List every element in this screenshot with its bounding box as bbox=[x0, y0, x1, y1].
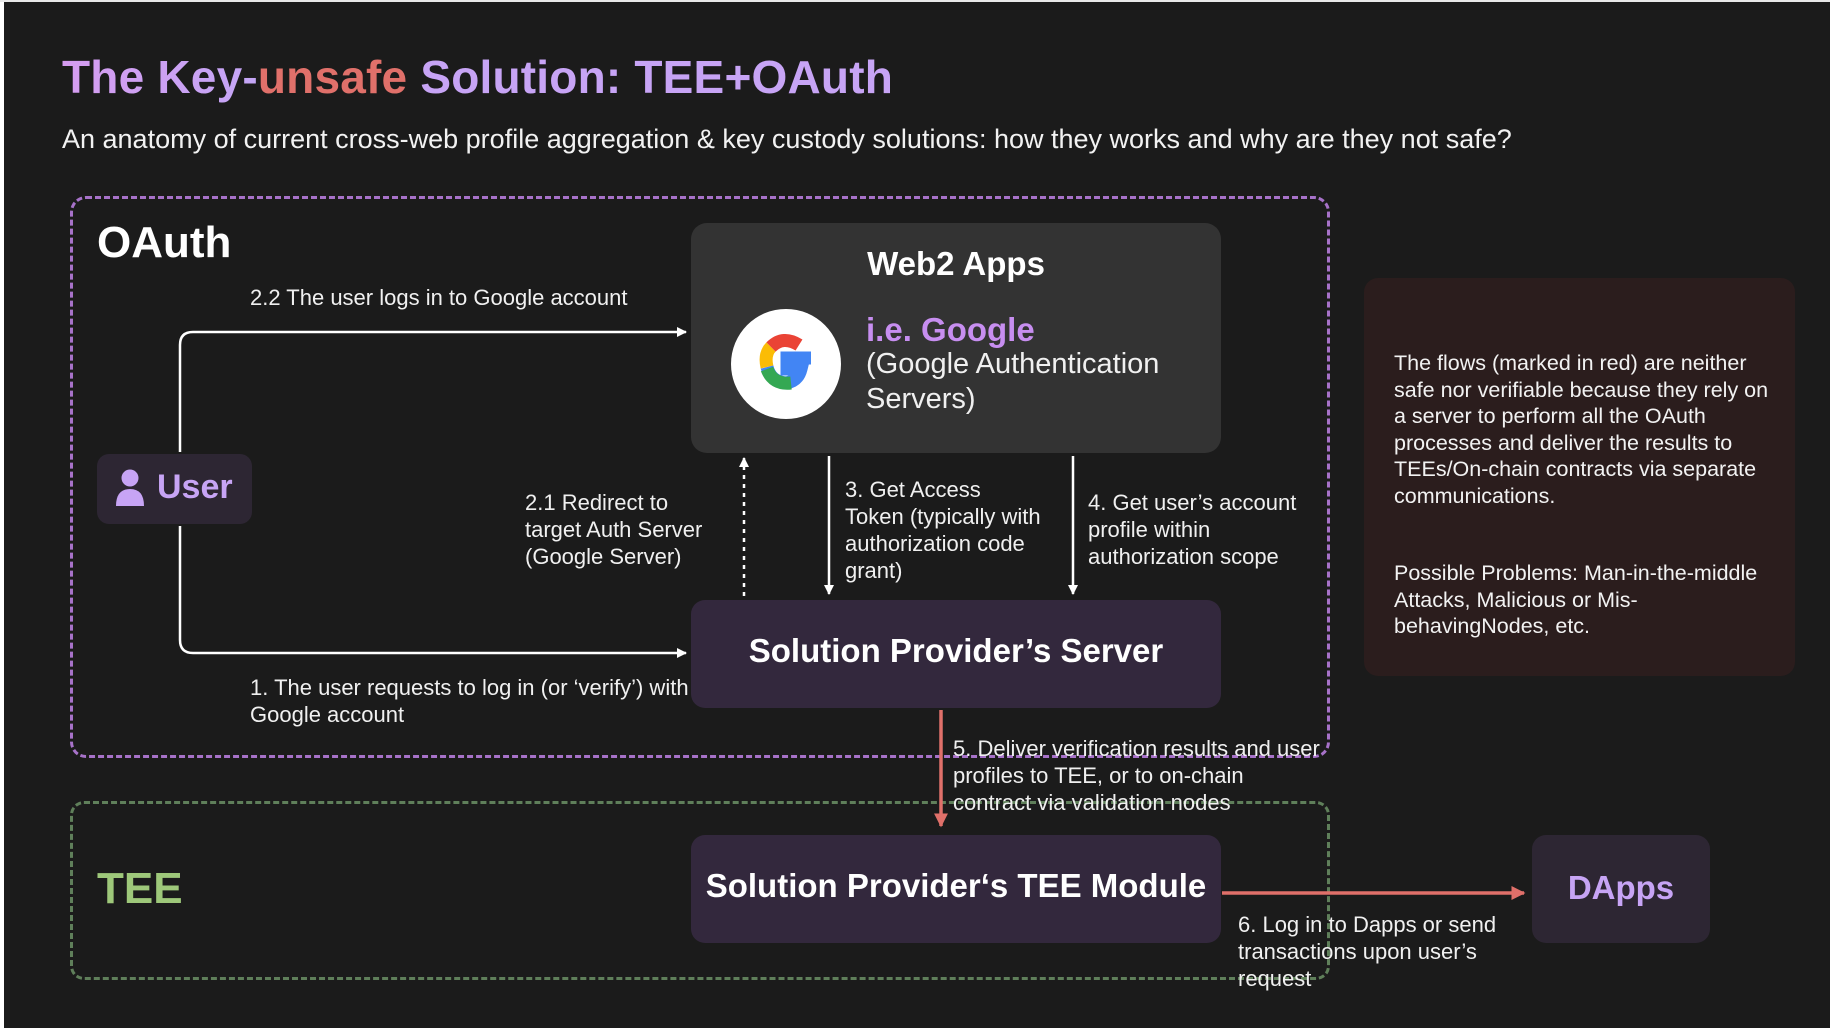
flow-6-label: 6. Log in to Dapps or send transactions … bbox=[1238, 912, 1497, 991]
oauth-region bbox=[70, 196, 1330, 758]
user-icon bbox=[116, 469, 144, 506]
web2-apps-box: Web2 Apps i.e. Google (Google Authentica… bbox=[691, 223, 1221, 453]
flow-3-label: 3. Get Access Token (typically with auth… bbox=[845, 477, 1041, 583]
tee-module-node: Solution Provider‘s TEE Module bbox=[691, 835, 1221, 943]
dapps-node: DApps bbox=[1532, 835, 1710, 943]
google-description: (Google Authentication Servers) bbox=[866, 348, 1160, 415]
arrow-2-2-login bbox=[178, 327, 687, 452]
arrow-1-request bbox=[178, 526, 687, 658]
warning-note-text: The flows (marked in red) are neither sa… bbox=[1394, 351, 1769, 508]
tee-region-label: TEE bbox=[97, 864, 183, 913]
tee-module-label: Solution Provider‘s TEE Module bbox=[705, 867, 1207, 904]
solution-server-node: Solution Provider’s Server bbox=[691, 600, 1221, 708]
dapps-label: DApps bbox=[1567, 869, 1675, 906]
tee-region bbox=[70, 801, 1330, 980]
title-part-1: The Key- bbox=[62, 51, 258, 103]
google-logo-icon bbox=[731, 309, 841, 419]
flow-5-label: 5. Deliver verification results and user… bbox=[953, 736, 1320, 815]
flow-4-label: 4. Get user’s account profile within aut… bbox=[1088, 490, 1297, 569]
warning-note: The flows (marked in red) are neither sa… bbox=[1364, 278, 1795, 676]
user-label: User bbox=[157, 468, 233, 506]
title-part-3: Solution: TEE+OAuth bbox=[407, 51, 894, 103]
flow-1-label: 1. The user requests to log in (or ‘veri… bbox=[250, 675, 689, 727]
google-label: i.e. Google bbox=[866, 311, 1035, 348]
flow-2-1-label: 2.1 Redirect to target Auth Server (Goog… bbox=[525, 490, 703, 569]
web2-apps-title: Web2 Apps bbox=[867, 245, 1045, 282]
page-title: The Key-unsafe Solution: TEE+OAuth bbox=[62, 50, 893, 104]
frame-edge-left bbox=[0, 0, 4, 1028]
user-node: User bbox=[97, 454, 252, 524]
title-part-unsafe: unsafe bbox=[257, 51, 408, 103]
frame-edge-top bbox=[0, 0, 1830, 2]
flow-2-2-label: 2.2 The user logs in to Google account bbox=[250, 285, 628, 310]
solution-server-label: Solution Provider’s Server bbox=[748, 632, 1164, 669]
warning-note-problems: Possible Problems: Man-in-the-middle Att… bbox=[1394, 561, 1758, 638]
oauth-region-label: OAuth bbox=[97, 218, 232, 267]
page-subtitle: An anatomy of current cross-web profile … bbox=[62, 124, 1512, 154]
